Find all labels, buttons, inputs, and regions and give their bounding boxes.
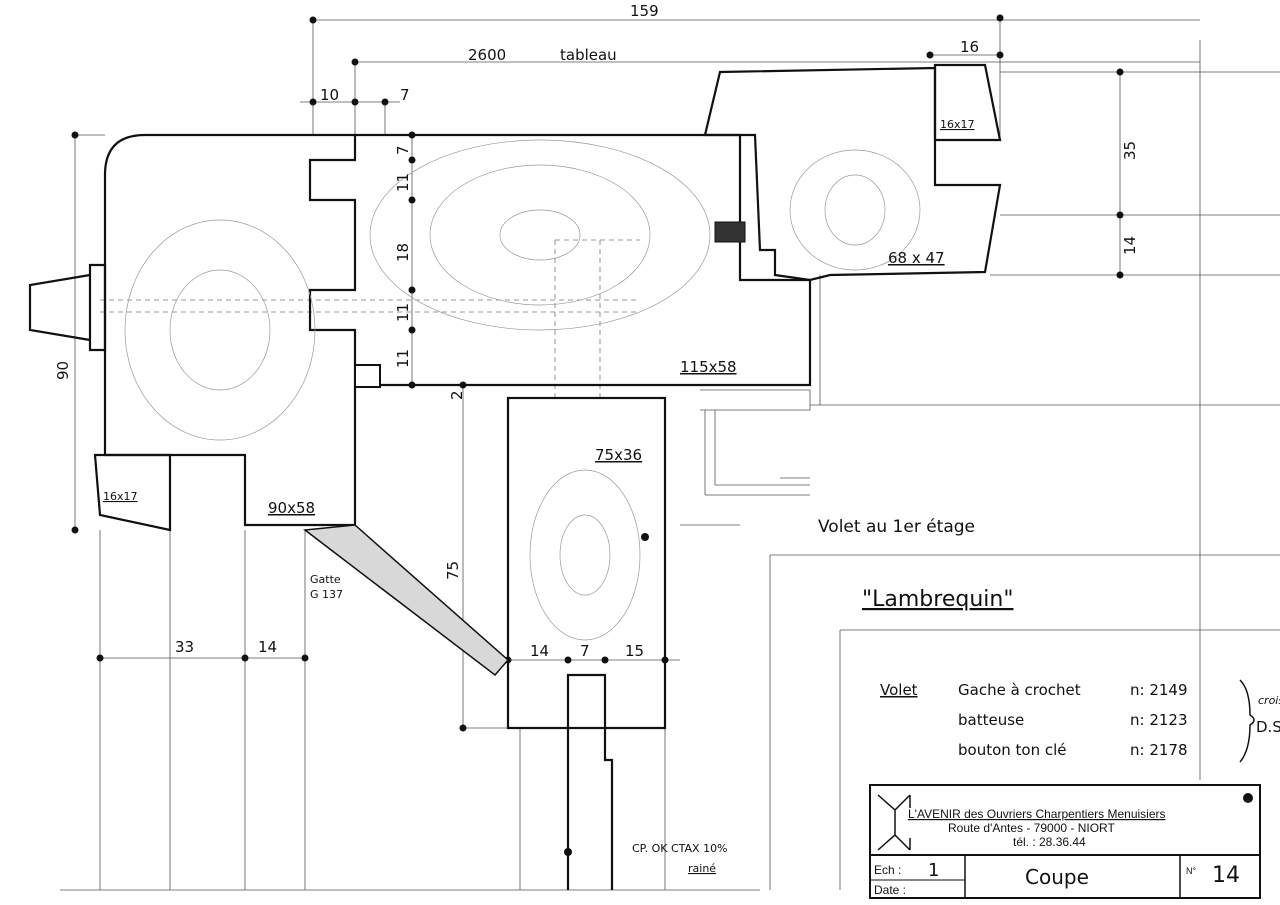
hardware-item-ref: n: 2178 <box>1130 741 1188 759</box>
dim-v7: 7 <box>394 145 412 155</box>
dim-v11b: 11 <box>394 303 412 322</box>
dim-v11c: 11 <box>394 349 412 368</box>
dim-10: 10 <box>320 86 339 104</box>
company-address: Route d'Antes - 79000 - NIORT <box>948 821 1115 835</box>
dim-tableau: tableau <box>560 46 617 64</box>
dim-14: 14 <box>1121 236 1139 255</box>
hardware-item-name: batteuse <box>958 711 1024 729</box>
gatte-strip <box>303 524 510 677</box>
dim-c15: 15 <box>625 642 644 660</box>
date-label: Date : <box>874 883 906 897</box>
brace-note: D.S <box>1256 718 1280 736</box>
label-90x58: 90x58 <box>268 499 315 517</box>
hardware-item-ref: n: 2149 <box>1130 681 1188 699</box>
dim-c14: 14 <box>530 642 549 660</box>
dim-90: 90 <box>54 361 72 380</box>
company-phone: tél. : 28.36.44 <box>1013 835 1086 849</box>
dim-2600: 2600 <box>468 46 506 64</box>
company-logo-icon <box>877 794 911 851</box>
section-small-top <box>933 63 1002 142</box>
dimension-labels: 159 2600 tableau 10 7 16 35 14 90 7 11 1… <box>54 2 1139 660</box>
company-name: L'AVENIR des Ouvriers Charpentiers Menui… <box>908 807 1166 821</box>
brace-note: crois <box>1258 694 1280 707</box>
label-gatte: Gatte <box>310 573 341 586</box>
hardware-item-name: bouton ton clé <box>958 741 1067 759</box>
hardware-item-name: Gache à crochet <box>958 681 1081 699</box>
dim-v11a: 11 <box>394 173 412 192</box>
dim-v18: 18 <box>394 243 412 262</box>
hardware-heading: Volet <box>880 681 918 699</box>
label-16x17-left: 16x17 <box>103 490 138 503</box>
dim-35: 35 <box>1121 141 1139 160</box>
section-top-right-68x47 <box>703 66 1002 282</box>
section-small-left <box>93 453 172 532</box>
wood-grain <box>124 139 921 641</box>
label-gatte-ref: G 137 <box>310 588 343 601</box>
label-75x36: 75x36 <box>595 446 642 464</box>
label-plywood: CP. OK CTAX 10% <box>632 842 728 855</box>
drawing-title-lambrequin: "Lambrequin" <box>862 587 1013 612</box>
section-middle-115x58 <box>355 133 812 387</box>
section-labels: 68 x 47 115x58 75x36 90x58 16x17 16x17 G… <box>103 118 1013 875</box>
dim-c7: 7 <box>580 642 590 660</box>
scale-label: Ech : <box>874 863 901 877</box>
dim-v2: 2 <box>448 390 466 400</box>
title-block: L'AVENIR des Ouvriers Charpentiers Menui… <box>869 784 1261 899</box>
label-raine: rainé <box>688 862 716 875</box>
section-lower-75x36 <box>506 396 667 730</box>
dim-16: 16 <box>960 38 979 56</box>
caption-volet: Volet au 1er étage <box>818 517 975 537</box>
label-68x47: 68 x 47 <box>888 249 945 267</box>
scale-value: 1 <box>928 860 939 881</box>
dim-159: 159 <box>630 2 659 20</box>
wood-sections <box>28 63 1002 890</box>
dim-b14: 14 <box>258 638 277 656</box>
dim-v75: 75 <box>444 561 462 580</box>
hardware-list: Volet Gache à crochet n: 2149 batteuse n… <box>880 679 1280 763</box>
hardware-item-ref: n: 2123 <box>1130 711 1188 729</box>
dim-33: 33 <box>175 638 194 656</box>
plywood-tongue <box>566 673 614 890</box>
dim-7: 7 <box>400 86 410 104</box>
number-label: N° <box>1186 866 1196 876</box>
drawing-title: Coupe <box>1025 865 1089 889</box>
frame-lines <box>60 40 1280 891</box>
drawing-number: 14 <box>1212 863 1240 888</box>
dimension-lines <box>74 18 1280 890</box>
label-115x58: 115x58 <box>680 358 737 376</box>
label-16x17-top: 16x17 <box>940 118 975 131</box>
section-left-90x58 <box>103 133 357 527</box>
